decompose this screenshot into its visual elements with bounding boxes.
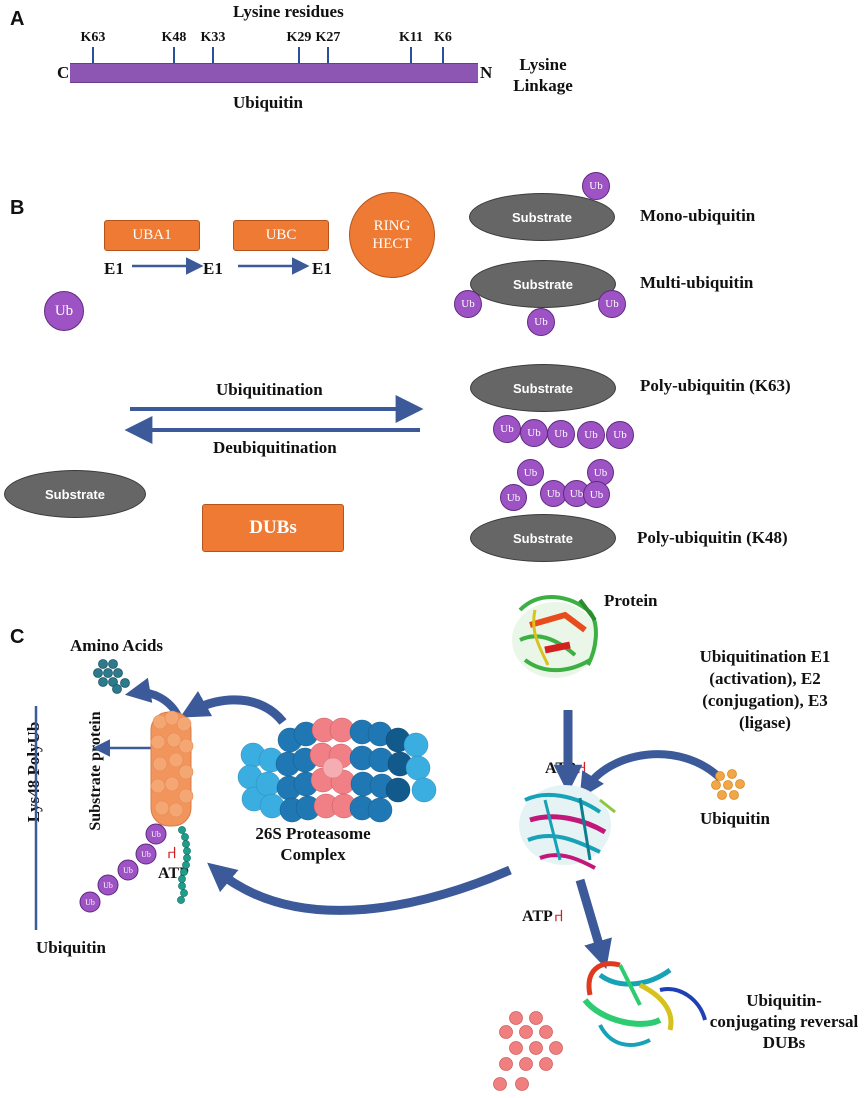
c-terminus: C	[57, 63, 70, 82]
poly-k63-label: Poly-ubiquitin (K63)	[640, 376, 791, 395]
multi-ubiquitin-label: Multi-ubiquitin	[640, 273, 754, 292]
uba1-box: UBA1	[104, 220, 200, 251]
lysine-tick-k63	[92, 47, 94, 64]
atp-lower: ATP⑁	[522, 908, 563, 926]
lys48-vertical-label: Lys48 PolyUb	[24, 721, 43, 823]
ub-free: Ub	[44, 291, 84, 331]
amino-acid-dots	[93, 659, 130, 694]
substrate-multi: Substrate	[470, 260, 616, 308]
ub-k48-6: Ub	[583, 481, 610, 508]
proteasome-complex	[237, 717, 437, 823]
lysine-tick-k11	[410, 47, 412, 64]
ub-multi-2: Ub	[527, 308, 555, 336]
lysine-label-k11: K11	[398, 30, 424, 45]
ub-k63-4: Ub	[577, 421, 605, 449]
ub-k63-5: Ub	[606, 421, 634, 449]
lysine-label-k27: K27	[315, 30, 341, 45]
lysine-label-k29: K29	[286, 30, 312, 45]
arrow-to-dub	[575, 878, 612, 970]
reversal-dubs-label: Ubiquitin-conjugating reversal DUBs	[709, 991, 859, 1052]
ub-chain-label-3: Ub	[123, 865, 133, 875]
atp-left-text: ATP	[158, 865, 189, 882]
ub-k48-3: Ub	[500, 484, 527, 511]
e1-label-3: E1	[312, 259, 332, 278]
substrate-free: Substrate	[4, 470, 146, 518]
ub-k63-2: Ub	[520, 419, 548, 447]
atp-lower-icon: ⑁	[553, 908, 564, 925]
protein-label: Protein	[604, 591, 658, 610]
lysine-tick-k33	[212, 47, 214, 64]
arrow-to-amino-acids	[124, 677, 182, 719]
ub-multi-3: Ub	[598, 290, 626, 318]
ub-chain-label-5: Ub	[85, 897, 95, 907]
lysine-label-k48: K48	[161, 30, 187, 45]
n-terminus: N	[480, 63, 493, 82]
substrate-protein-blob	[150, 710, 194, 827]
dub-pink-dots	[493, 1011, 563, 1091]
ring-hect-circle: RING HECT	[349, 192, 435, 278]
ring-hect-label: RING HECT	[372, 218, 412, 252]
arrow-back-to-substrate	[207, 862, 512, 915]
e1-label-1: E1	[104, 259, 124, 278]
lysine-tick-k48	[173, 47, 175, 64]
amino-acids-label: Amino Acids	[70, 636, 164, 655]
ubiquitination-enzymes-label: Ubiquitination E1 (activation), E2 (conj…	[699, 647, 831, 732]
poly-k48-label: Poly-ubiquitin (K48)	[637, 528, 788, 547]
ub-chain-label-1: Ub	[151, 829, 161, 839]
lysine-tick-k27	[327, 47, 329, 64]
atp-upper-text: ATP	[545, 760, 576, 777]
lysine-bar	[70, 63, 478, 83]
atp-lower-text: ATP	[522, 908, 553, 925]
proteasome-label: 26S Proteasome Complex	[255, 824, 371, 864]
lysine-label-k63: K63	[80, 30, 106, 45]
ubiquitin-bar-label: Ubiquitin	[233, 93, 303, 112]
substrate-k63: Substrate	[470, 364, 616, 412]
dub-structure	[582, 961, 707, 1047]
ubc-box: UBC	[233, 220, 329, 251]
protein-structure-top	[512, 595, 598, 678]
dubs-box: DUBs	[202, 504, 344, 552]
ubiquitin-dots	[711, 769, 745, 800]
atp-left: ATP ⑁	[158, 845, 189, 883]
lysine-tick-k6	[442, 47, 444, 64]
substrate-k48: Substrate	[470, 514, 616, 562]
panel-b-label: B	[10, 197, 25, 219]
panel-a-label: A	[10, 8, 25, 30]
protein-structure-middle	[519, 785, 616, 870]
ubiquitin-right-label: Ubiquitin	[700, 809, 770, 828]
deubiquitination-label: Deubiquitination	[213, 438, 337, 457]
atp-upper-icon: ⑁	[576, 760, 587, 777]
arrow-proteasome-to-substrate	[179, 690, 287, 725]
lysine-tick-k29	[298, 47, 300, 64]
panel-c-label: C	[10, 626, 25, 648]
mono-ubiquitin-label: Mono-ubiquitin	[640, 206, 756, 225]
ub-k48-1: Ub	[517, 459, 544, 486]
substrate-mono: Substrate	[469, 193, 615, 241]
lysine-label-k6: K6	[434, 30, 452, 45]
ub-mono: Ub	[582, 172, 610, 200]
ub-chain-label-4: Ub	[103, 880, 113, 890]
lysine-linkage-label: Lysine Linkage	[513, 55, 573, 95]
atp-upper: ATP⑁	[545, 760, 586, 778]
lysine-label-k33: K33	[200, 30, 226, 45]
substrate-protein-label: Substrate protein	[87, 711, 104, 831]
ubiquitin-left-label: Ubiquitin	[36, 938, 106, 957]
atp-left-icon: ⑁	[167, 845, 177, 862]
ub-k48-4: Ub	[540, 480, 567, 507]
arrow-ubiquitin-in	[579, 750, 723, 799]
e1-label-2: E1	[203, 259, 223, 278]
ub-multi-1: Ub	[454, 290, 482, 318]
lysine-residues-title: Lysine residues	[233, 2, 344, 21]
ub-chain-label-2: Ub	[141, 849, 151, 859]
ub-k63-3: Ub	[547, 420, 575, 448]
ubiquitination-label: Ubiquitination	[216, 380, 323, 399]
ub-k63-1: Ub	[493, 415, 521, 443]
